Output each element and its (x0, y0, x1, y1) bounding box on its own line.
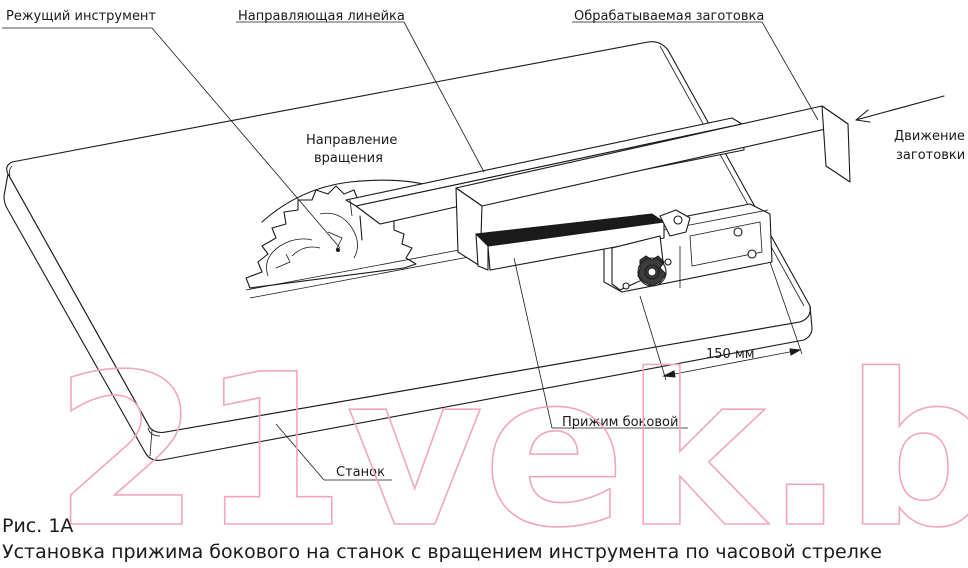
label-feed-line1: Движение (894, 129, 965, 144)
caption-figure: Рис. 1А (2, 515, 73, 537)
watermark: 21vek.by (54, 329, 968, 568)
knob (611, 235, 672, 291)
label-rotation-line1: Направление (306, 133, 397, 148)
caption-text: Установка прижима бокового на станок с в… (2, 541, 882, 563)
dimension-150mm (639, 261, 803, 381)
label-rotation-line2: вращения (314, 151, 383, 166)
machine-table (3, 41, 813, 461)
leader-lines (2, 21, 945, 481)
label-dimension: 150 мм (706, 347, 755, 362)
label-cutting-tool: Режущий инструмент (6, 9, 156, 24)
workpiece (455, 105, 851, 267)
label-side-clamp: Прижим боковой (562, 415, 678, 430)
labels: Режущий инструмент Направляющая линейка … (6, 9, 965, 480)
side-clamp (474, 203, 773, 293)
label-machine: Станок (336, 465, 385, 480)
label-workpiece: Обрабатываемая заготовка (574, 9, 764, 24)
label-guide-ruler: Направляющая линейка (238, 9, 405, 24)
label-feed-line2: заготовки (896, 148, 965, 163)
